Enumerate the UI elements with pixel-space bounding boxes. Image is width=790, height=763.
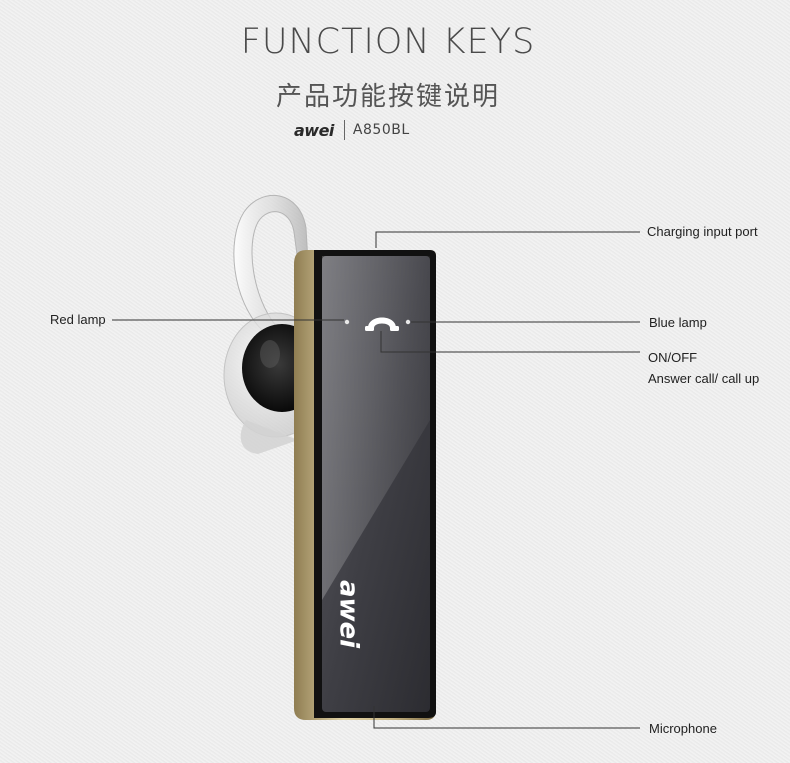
- page-subtitle: 产品功能按键说明: [275, 82, 500, 112]
- callout-microphone: [373, 706, 640, 729]
- label-blue-lamp: Blue lamp: [649, 315, 707, 330]
- headset-face-gloss: [322, 256, 430, 600]
- blue-lamp: [405, 319, 411, 325]
- model-number: A850BL: [352, 122, 410, 138]
- ear-tip-highlight: [260, 340, 280, 368]
- callout-on-off: [380, 331, 640, 353]
- ear-hook: [233, 195, 309, 331]
- red-lamp: [344, 319, 350, 325]
- label-answer-call: Answer call/ call up: [648, 371, 760, 386]
- label-microphone: Microphone: [649, 721, 717, 736]
- label-charging-port: Charging input port: [647, 224, 758, 239]
- page-title: FUNCTION KEYS: [240, 22, 536, 62]
- ear-tip-stem: [240, 420, 298, 454]
- phone-handset-icon[interactable]: [365, 317, 399, 332]
- label-on-off: ON/OFF: [648, 350, 698, 365]
- brand-row: awei A850BL: [294, 119, 410, 141]
- label-red-lamp: Red lamp: [50, 312, 106, 327]
- brand-divider: [343, 120, 345, 140]
- body-brand-logo: awei: [334, 580, 364, 649]
- callout-charging-port: [375, 231, 640, 248]
- brand-logo: awei: [294, 120, 334, 140]
